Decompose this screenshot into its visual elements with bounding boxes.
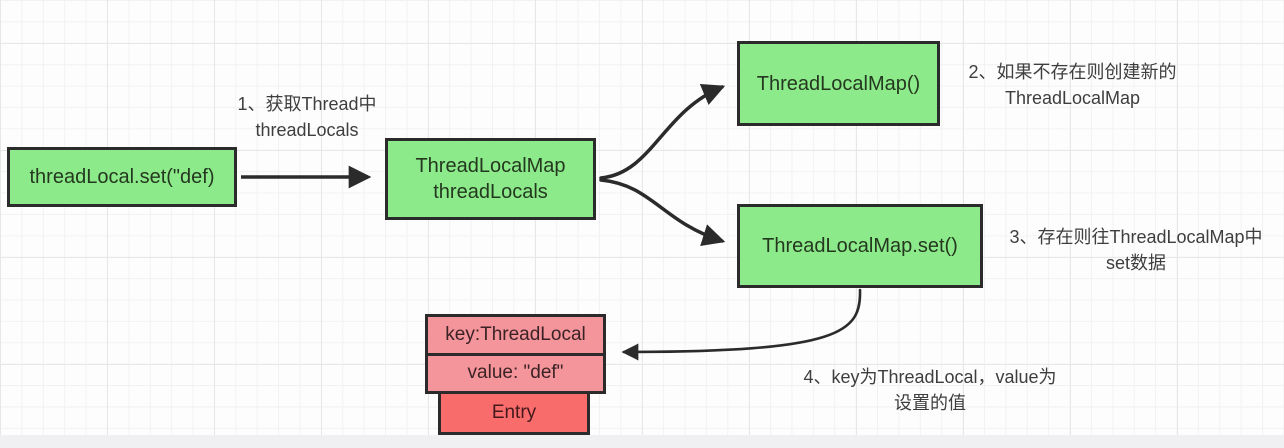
node-threadlocal-set: threadLocal.set("def): [7, 147, 237, 207]
annotation-step4: 4、key为ThreadLocal，value为 设置的值: [780, 364, 1080, 416]
node-entry-key: key:ThreadLocal: [428, 317, 603, 356]
annotation-step1: 1、获取Thread中 threadLocals: [212, 91, 402, 143]
annotation-step2: 2、如果不存在则创建新的 ThreadLocalMap: [950, 59, 1195, 111]
annotation-step3: 3、存在则往ThreadLocalMap中 set数据: [988, 224, 1284, 276]
annotation-step2-line1: 2、如果不存在则创建新的: [968, 62, 1177, 82]
annotation-step3-line2: set数据: [1105, 253, 1166, 273]
node-ctor-label: ThreadLocalMap(): [756, 72, 921, 95]
arrow-map-to-set: [599, 178, 726, 246]
node-entry: Entry: [438, 390, 590, 435]
node-entry-value: value: "def": [428, 356, 603, 392]
annotation-step3-line1: 3、存在则往ThreadLocalMap中: [1009, 227, 1263, 247]
node-entry-value-label: value: "def": [467, 362, 564, 384]
node-set-label: ThreadLocalMap.set(): [762, 235, 958, 257]
arrow-map-to-ctor: [599, 83, 726, 180]
node-threadlocalmap-threadlocals: ThreadLocalMap threadLocals: [385, 138, 596, 220]
node-entry-key-label: key:ThreadLocal: [445, 323, 586, 345]
annotation-step4-line1: 4、key为ThreadLocal，value为: [803, 367, 1057, 387]
node-map-line1: ThreadLocalMap: [415, 155, 566, 177]
node-threadlocal-set-label: threadLocal.set("def): [29, 166, 215, 188]
annotation-step1-line2: threadLocals: [255, 120, 359, 140]
node-entry-label: Entry: [491, 402, 537, 423]
annotation-step4-line2: 设置的值: [894, 393, 966, 413]
node-entry-keyvalue: key:ThreadLocal value: "def": [425, 314, 606, 394]
node-threadlocalmap-constructor: ThreadLocalMap(): [737, 41, 940, 126]
annotation-step1-line1: 1、获取Thread中: [237, 94, 377, 114]
bottom-edge-strip: [0, 435, 1284, 448]
node-map-line2: threadLocals: [433, 181, 548, 203]
arrow-set-to-entry: [621, 288, 862, 361]
annotation-step2-line2: ThreadLocalMap: [1004, 88, 1141, 108]
node-threadlocalmap-set: ThreadLocalMap.set(): [737, 204, 983, 288]
